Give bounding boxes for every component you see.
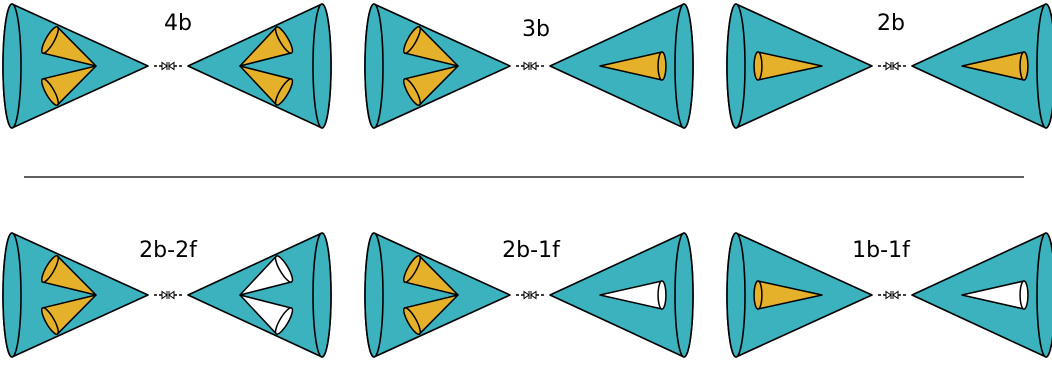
- right-hemisphere: [187, 232, 332, 358]
- panel-label: 1b-1f: [852, 238, 911, 263]
- right-cone-lower: [239, 65, 294, 106]
- right-hemisphere-rim: [1036, 3, 1052, 129]
- beam-link: [154, 290, 182, 300]
- right-hemisphere-rim: [674, 232, 694, 358]
- beam-link: [516, 290, 544, 300]
- right-hemisphere-rim: [312, 3, 332, 129]
- left-hemisphere: [364, 232, 511, 358]
- left-cone-upper: [403, 26, 459, 67]
- left-hemisphere-rim: [364, 3, 384, 129]
- panel-grid: 4b 3b 2b 2b-2f 2b-1f 1b-1f: [2, 3, 1052, 358]
- right-cone-upper: [239, 255, 294, 296]
- left-cone: [753, 280, 823, 310]
- left-cone-lower: [41, 294, 97, 335]
- right-cone: [599, 51, 667, 81]
- left-cone-lower: [403, 65, 459, 106]
- left-cone-lower: [403, 294, 459, 335]
- right-cone: [961, 280, 1029, 310]
- left-cone-lower: [41, 65, 97, 106]
- left-hemisphere-rim: [364, 232, 384, 358]
- beam-link: [878, 290, 906, 300]
- panel-1b-1f: 1b-1f: [726, 232, 1052, 358]
- panel-2b-2f: 2b-2f: [2, 232, 332, 358]
- left-cone: [753, 51, 823, 81]
- panel-4b: 4b: [2, 3, 332, 129]
- left-cone-upper: [41, 255, 97, 296]
- panel-label: 2b-1f: [502, 238, 561, 263]
- right-cone: [599, 280, 667, 310]
- panel-label: 2b-2f: [139, 238, 198, 263]
- right-cone: [961, 51, 1029, 81]
- right-cone-lower: [239, 294, 294, 335]
- panel-2b: 2b: [726, 3, 1052, 129]
- beam-link: [878, 61, 906, 71]
- beam-link: [154, 61, 182, 71]
- panel-label: 2b: [877, 11, 905, 36]
- left-hemisphere: [364, 3, 511, 129]
- left-hemisphere-rim: [726, 3, 746, 129]
- panel-label: 4b: [164, 11, 192, 36]
- left-hemisphere: [2, 3, 149, 129]
- left-hemisphere-rim: [726, 232, 746, 358]
- left-hemisphere: [2, 232, 149, 358]
- right-hemisphere-rim: [674, 3, 694, 129]
- left-cone-upper: [41, 26, 97, 67]
- right-hemisphere: [187, 3, 332, 129]
- panel-2b-1f: 2b-1f: [364, 232, 694, 358]
- right-hemisphere-rim: [312, 232, 332, 358]
- right-cone-upper: [239, 26, 294, 67]
- beam-link: [516, 61, 544, 71]
- left-cone-upper: [403, 255, 459, 296]
- left-hemisphere-rim: [2, 232, 22, 358]
- panel-3b: 3b: [364, 3, 694, 129]
- right-hemisphere-rim: [1036, 232, 1052, 358]
- panel-label: 3b: [522, 17, 550, 42]
- left-hemisphere-rim: [2, 3, 22, 129]
